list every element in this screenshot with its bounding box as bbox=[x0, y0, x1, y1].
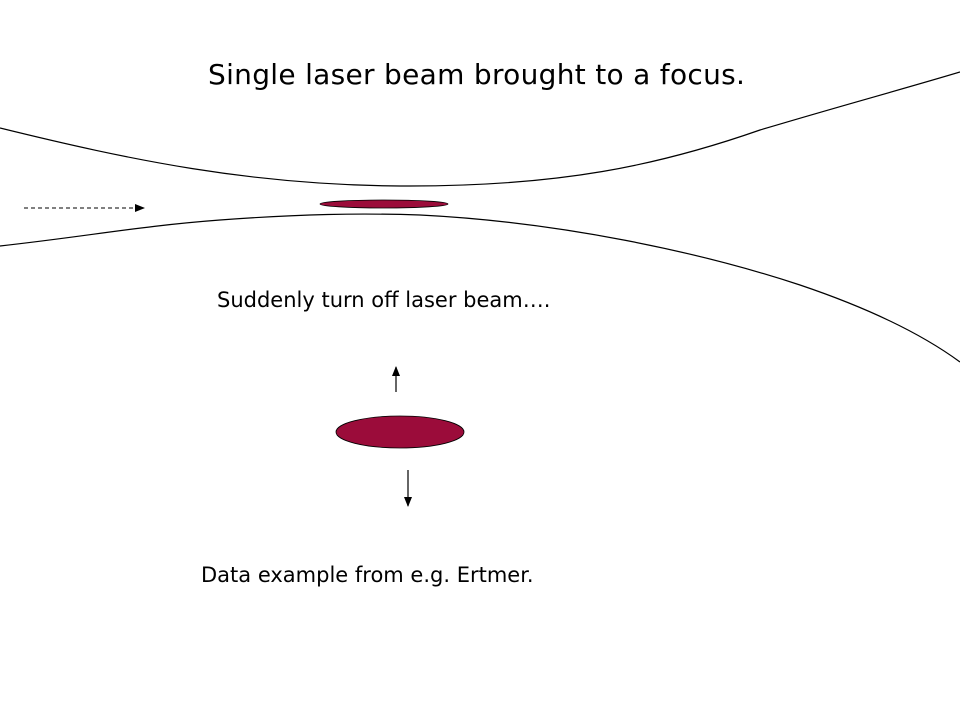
slide-title: Single laser beam brought to a focus. bbox=[208, 58, 746, 91]
beam-lower-edge bbox=[0, 213, 960, 363]
caption-data-example: Data example from e.g. Ertmer. bbox=[201, 563, 534, 587]
beam-upper-edge bbox=[0, 71, 960, 187]
focus-atom-cloud bbox=[319, 199, 449, 209]
expanding-atom-cloud bbox=[335, 415, 465, 449]
caption-turn-off-beam: Suddenly turn off laser beam…. bbox=[217, 288, 551, 312]
